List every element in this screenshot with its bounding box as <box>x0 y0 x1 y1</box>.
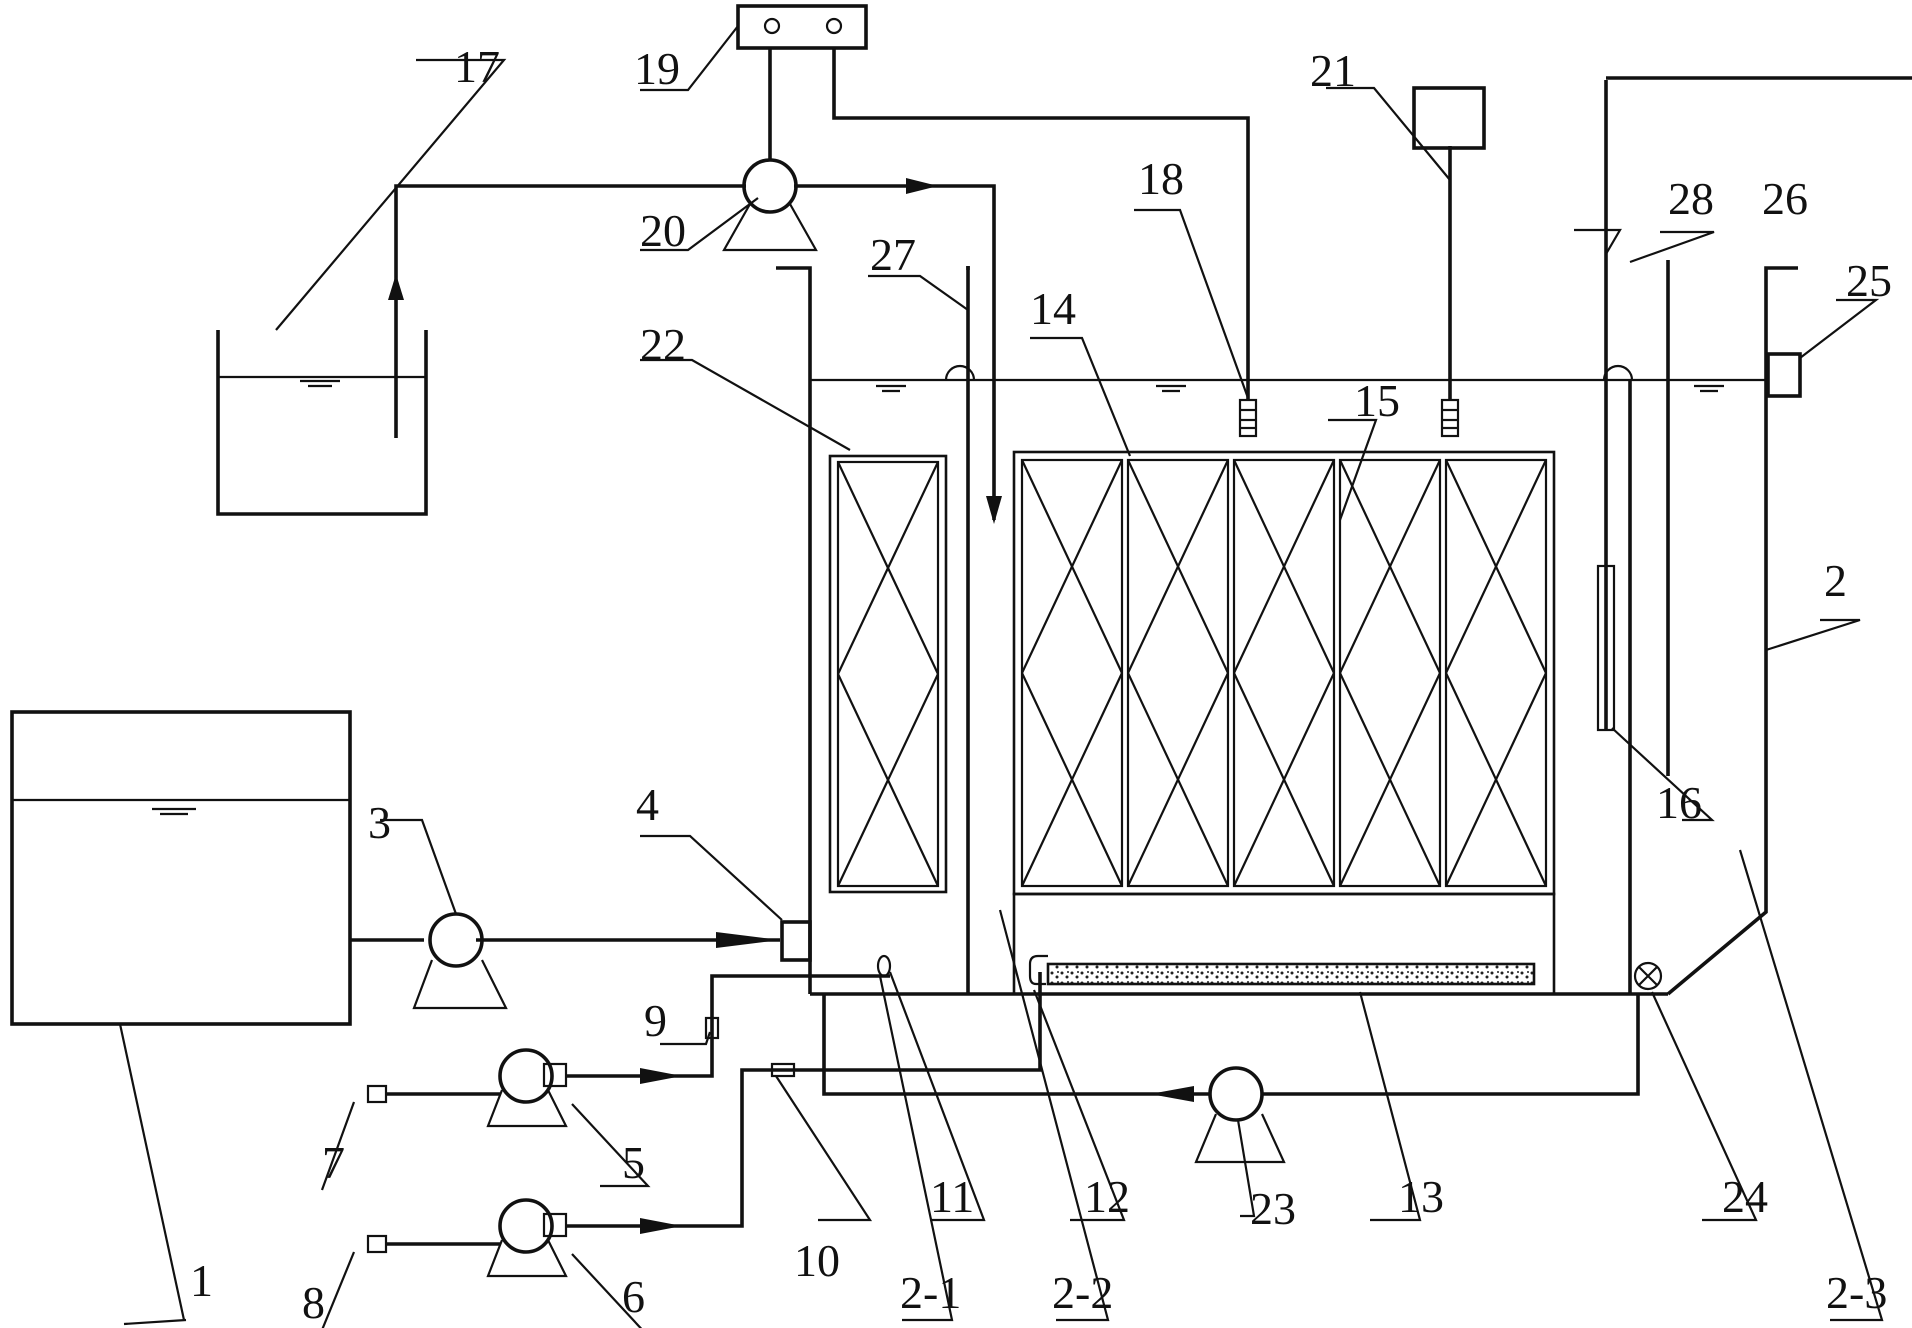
label-19: 19 <box>634 43 680 94</box>
aerator-13 <box>1028 954 1536 986</box>
outlet-25 <box>1766 352 1802 398</box>
label-3: 3 <box>368 797 391 848</box>
label-13: 13 <box>1398 1171 1444 1222</box>
water-level-marks <box>876 384 1724 393</box>
flow-arrow <box>986 496 1002 524</box>
pipe-crossing-hook <box>944 364 976 381</box>
flow-arrow <box>1150 1086 1194 1102</box>
pipe-pump20-to-reactor <box>794 184 996 520</box>
label-5: 5 <box>622 1137 645 1188</box>
label-12: 12 <box>1084 1171 1130 1222</box>
label-26: 26 <box>1762 173 1808 224</box>
flow-arrow <box>640 1068 682 1084</box>
label-28: 28 <box>1668 173 1714 224</box>
label-24: 24 <box>1722 1171 1768 1222</box>
label-10: 10 <box>794 1235 840 1286</box>
blower-6 <box>486 1198 568 1278</box>
label-17: 17 <box>454 41 500 92</box>
controller-19 <box>736 4 868 50</box>
pump-3 <box>412 912 508 1010</box>
water-level-symbol <box>300 379 340 388</box>
label-7: 7 <box>322 1137 345 1188</box>
pump-20 <box>722 158 818 252</box>
label-22: 22 <box>640 319 686 370</box>
controller-sensor-wire <box>832 48 1250 400</box>
label-18: 18 <box>1138 153 1184 204</box>
label-11: 11 <box>930 1171 974 1222</box>
label-2-3: 2-3 <box>1826 1267 1887 1318</box>
label-14: 14 <box>1030 283 1076 334</box>
label-1: 1 <box>190 1255 213 1306</box>
pipe-tank17-to-pump20 <box>394 184 746 438</box>
label-2: 2 <box>1824 555 1847 606</box>
number-labels: 1 2 2-1 2-2 2-3 3 4 5 6 7 8 9 10 11 12 1… <box>190 41 1892 1328</box>
label-25: 25 <box>1846 255 1892 306</box>
valve-9 <box>704 1016 720 1040</box>
air-pipe-10 <box>566 972 1042 1228</box>
label-20: 20 <box>640 205 686 256</box>
air-pipe-9 <box>566 974 890 1078</box>
carrier-cell <box>1126 458 1230 888</box>
label-21: 21 <box>1310 45 1356 96</box>
tank-17 <box>216 330 428 516</box>
flow-arrow <box>388 274 404 300</box>
blower-5 <box>486 1048 568 1128</box>
pipe-crossing-hook <box>1602 364 1634 381</box>
carrier-cell <box>1444 458 1548 888</box>
label-8: 8 <box>302 1277 325 1328</box>
pump-23 <box>1194 1066 1286 1164</box>
carrier-cell <box>1338 458 1442 888</box>
label-2-2: 2-2 <box>1052 1267 1113 1318</box>
label-23: 23 <box>1250 1183 1296 1234</box>
sensor-18 <box>1238 398 1258 438</box>
membrane-16 <box>1596 564 1616 732</box>
inlet-4 <box>780 920 812 962</box>
valve-24 <box>1633 961 1663 991</box>
label-4: 4 <box>636 779 659 830</box>
flow-arrow <box>906 178 938 194</box>
carrier-module-14 <box>1012 450 1556 996</box>
label-2-1: 2-1 <box>900 1267 961 1318</box>
raw-water-tank <box>10 710 352 1026</box>
label-16: 16 <box>1656 777 1702 828</box>
carrier-cell <box>1020 458 1124 888</box>
label-6: 6 <box>622 1271 645 1322</box>
diffuser-11 <box>876 954 892 978</box>
pipe-outlet24-to-pump23 <box>1262 994 1640 1096</box>
carrier-module-22 <box>828 454 948 894</box>
label-27: 27 <box>870 229 916 280</box>
water-level-symbol <box>152 807 196 816</box>
leader-lines <box>118 25 1884 1328</box>
label-9: 9 <box>644 995 667 1046</box>
label-15: 15 <box>1354 375 1400 426</box>
carrier-cell <box>1232 458 1336 888</box>
filter-7 <box>366 1084 388 1104</box>
filter-8 <box>366 1234 388 1254</box>
flow-arrow <box>716 932 780 948</box>
pipe-return-to-inlet <box>822 994 1210 1096</box>
sensor-21 <box>1440 398 1460 438</box>
valve-10 <box>770 1062 796 1078</box>
meter-21 <box>1412 86 1486 150</box>
flow-arrow <box>640 1218 682 1234</box>
